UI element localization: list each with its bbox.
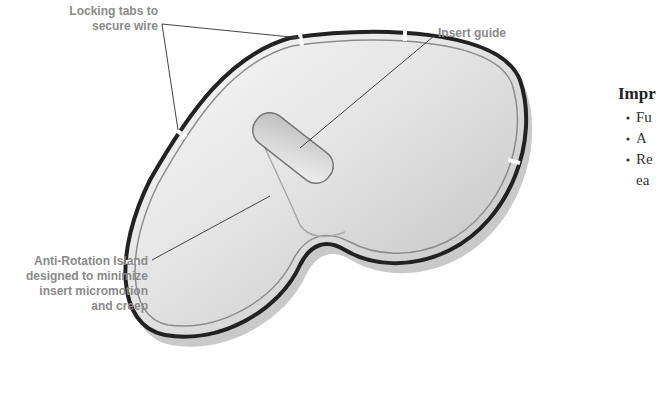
bullet-dots xyxy=(626,116,629,161)
tray-rim xyxy=(135,40,517,326)
list-item: A xyxy=(636,129,666,147)
section-heading: Impr xyxy=(618,84,666,104)
callout-label: Insert guide xyxy=(438,26,548,41)
insert-guide-slot xyxy=(246,106,339,189)
callout-label: Anti-Rotation Island designed to minimiz… xyxy=(20,254,148,314)
list-item: Re xyxy=(636,150,666,168)
list-item: Fu xyxy=(636,108,666,126)
callout-label: Locking tabs to secure wire xyxy=(66,4,158,34)
locking-tabs xyxy=(126,30,520,262)
leader-lines xyxy=(152,24,434,260)
list-item: ea xyxy=(636,171,666,189)
tray-outline xyxy=(125,32,526,337)
